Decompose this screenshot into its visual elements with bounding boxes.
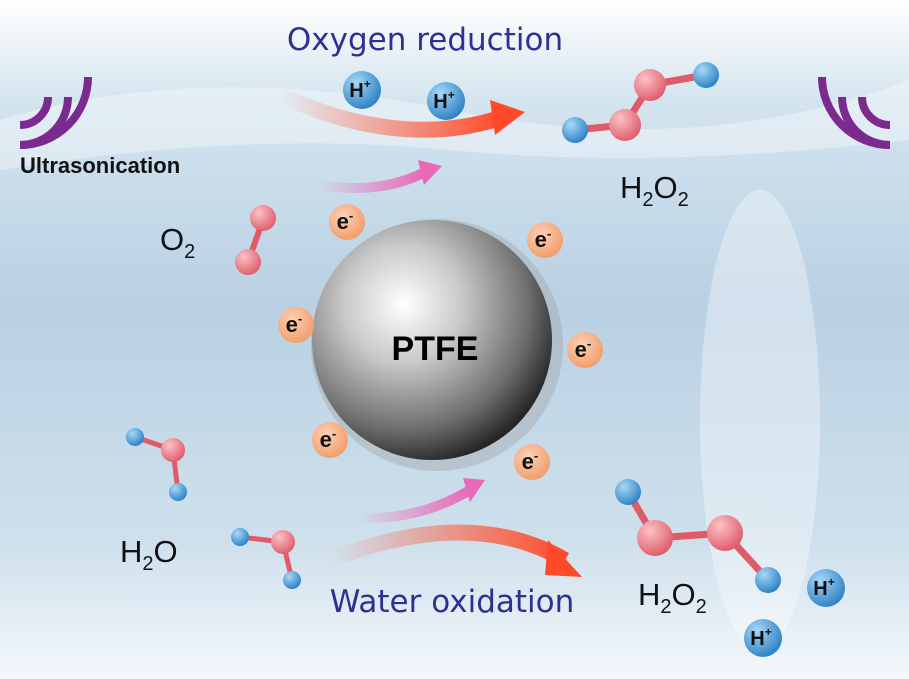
ptfe-sphere: [312, 220, 552, 460]
h2o-molecule-2: [231, 528, 301, 589]
h2o2-molecule-bottom: [615, 479, 781, 593]
electron-circle: [567, 332, 603, 368]
h2o-molecule-1: [126, 428, 187, 501]
electron-circle: [514, 444, 550, 480]
electron-circle: [329, 204, 365, 240]
o2-molecule: [235, 205, 276, 275]
electron-label: e-: [286, 311, 303, 337]
h2o-label: H2O: [120, 534, 178, 575]
electron: e-: [329, 204, 365, 240]
electron-label: e-: [522, 448, 539, 474]
electron-label: e-: [535, 226, 552, 252]
proton-group: H+ H+ H+ H+: [343, 71, 845, 657]
arrow-pink-bottom: [359, 485, 473, 524]
electron-circle: [312, 422, 348, 458]
proton: H+: [807, 569, 845, 607]
proton-circle: [744, 619, 782, 657]
electron: e-: [514, 444, 550, 480]
electron-label: e-: [337, 208, 354, 234]
o2-label: O2: [160, 222, 195, 263]
electron-label: e-: [575, 336, 592, 362]
water-oxidation-title: Water oxidation: [330, 584, 575, 620]
electron-group: e-e-e-e-e-e-: [278, 204, 603, 480]
proton: H+: [427, 82, 465, 120]
h2o2-label-top: H2O2: [620, 170, 689, 211]
arrowhead: [463, 478, 485, 502]
ultrasonication-label: Ultrasonication: [20, 153, 180, 178]
proton-circle: [343, 71, 381, 109]
electron: e-: [527, 222, 563, 258]
arrowhead: [490, 100, 525, 135]
electron: e-: [567, 332, 603, 368]
proton: H+: [744, 619, 782, 657]
arrowhead: [418, 160, 442, 185]
proton-label: H+: [813, 575, 834, 600]
proton-circle: [807, 569, 845, 607]
proton-label: H+: [750, 625, 771, 650]
electron-circle: [278, 307, 314, 343]
arrow-oxygen-reduction: [276, 87, 503, 138]
electron-label: e-: [320, 426, 337, 452]
proton: H+: [343, 71, 381, 109]
ptfe-label: PTFE: [392, 330, 479, 368]
ultrasound-wave-icon-right: [818, 76, 891, 149]
proton-circle: [427, 82, 465, 120]
h2o2-molecule-top: [562, 62, 719, 143]
ultrasound-wave-icon-left: [19, 76, 92, 149]
arrowhead: [545, 540, 582, 577]
electron: e-: [278, 307, 314, 343]
proton-label: H+: [433, 88, 454, 113]
proton-label: H+: [349, 77, 370, 102]
oxygen-reduction-title: Oxygen reduction: [287, 22, 563, 58]
h2o2-label-bottom: H2O2: [638, 577, 707, 618]
electron-circle: [527, 222, 563, 258]
arrow-water-oxidation: [327, 524, 570, 568]
arrow-pink-top: [319, 167, 428, 193]
electron: e-: [312, 422, 348, 458]
